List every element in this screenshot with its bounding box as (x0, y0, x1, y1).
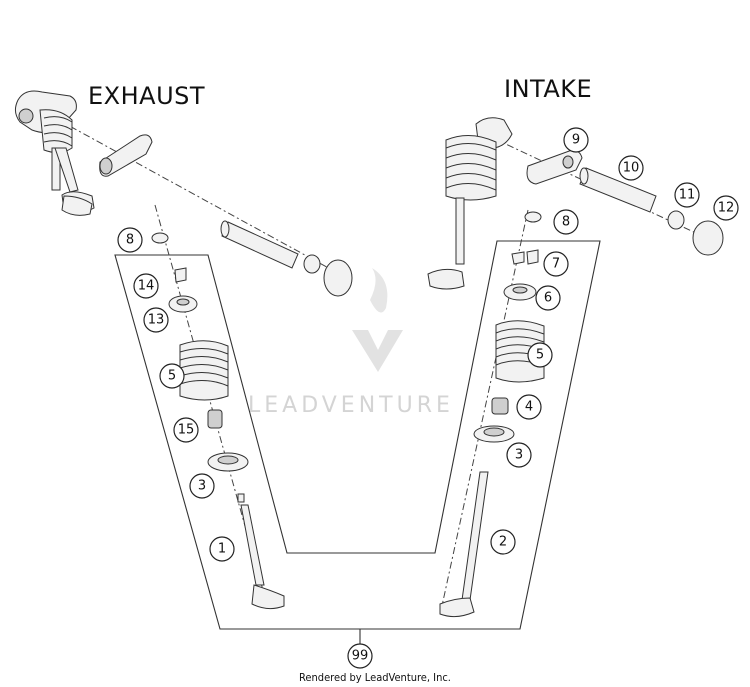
exhaust-valve-upper (54, 147, 93, 216)
callout-6: 6 (535, 285, 561, 311)
svg-text:7: 7 (552, 257, 560, 272)
exhaust-parts-stack (151, 232, 285, 610)
svg-text:5: 5 (536, 348, 544, 363)
exhaust-dashline (43, 111, 346, 278)
footer-credit: Rendered by LeadVenture, Inc. (299, 671, 451, 684)
svg-text:13: 13 (148, 313, 165, 328)
svg-text:10: 10 (623, 161, 640, 176)
intake-parts-stack (439, 211, 545, 618)
callout-10: 10 (618, 155, 644, 181)
callout-3-intake: 3 (506, 442, 532, 468)
callout-1: 1 (209, 536, 235, 562)
kit-frame (114, 240, 601, 630)
svg-text:14: 14 (138, 279, 155, 294)
svg-text:5: 5 (168, 369, 176, 384)
exhaust-rocker-arm (99, 134, 153, 177)
callout-12: 12 (713, 195, 739, 221)
svg-text:3: 3 (515, 448, 523, 463)
svg-text:12: 12 (718, 201, 735, 216)
exhaust-rocker-arm-large (14, 90, 95, 214)
exhaust-title: EXHAUST (88, 82, 205, 110)
callout-2: 2 (490, 529, 516, 555)
callout-9: 9 (563, 127, 589, 153)
callout-14: 14 (133, 273, 159, 299)
svg-text:4: 4 (525, 400, 533, 415)
callout-5-exhaust: 5 (159, 363, 185, 389)
intake-rocker-arm-large (427, 117, 513, 290)
watermark-text: LEADVENTURE (248, 393, 454, 418)
intake-rocker-arm (526, 149, 583, 185)
callout-3-exhaust: 3 (189, 473, 215, 499)
svg-text:11: 11 (679, 188, 696, 203)
svg-text:3: 3 (198, 479, 206, 494)
svg-text:8: 8 (562, 215, 570, 230)
intake-axis (439, 209, 529, 616)
intake-title: INTAKE (504, 75, 592, 103)
svg-text:6: 6 (544, 291, 552, 306)
svg-text:9: 9 (572, 133, 580, 148)
callout-15: 15 (173, 417, 199, 443)
svg-text:1: 1 (218, 542, 226, 557)
callout-5-intake: 5 (527, 342, 553, 368)
watermark-logo (352, 268, 403, 372)
callout-99: 99 (347, 643, 373, 669)
svg-text:99: 99 (352, 649, 369, 664)
intake-rocker-shaft (579, 167, 724, 256)
svg-text:15: 15 (178, 423, 195, 438)
callout-8-exhaust: 8 (117, 227, 143, 253)
callout-4: 4 (516, 394, 542, 420)
callout-7: 7 (543, 251, 569, 277)
callout-13: 13 (143, 307, 169, 333)
callout-11: 11 (674, 182, 700, 208)
svg-text:8: 8 (126, 233, 134, 248)
exhaust-rocker-shaft (220, 220, 353, 297)
svg-text:2: 2 (499, 535, 507, 550)
callout-8-intake: 8 (553, 209, 579, 235)
